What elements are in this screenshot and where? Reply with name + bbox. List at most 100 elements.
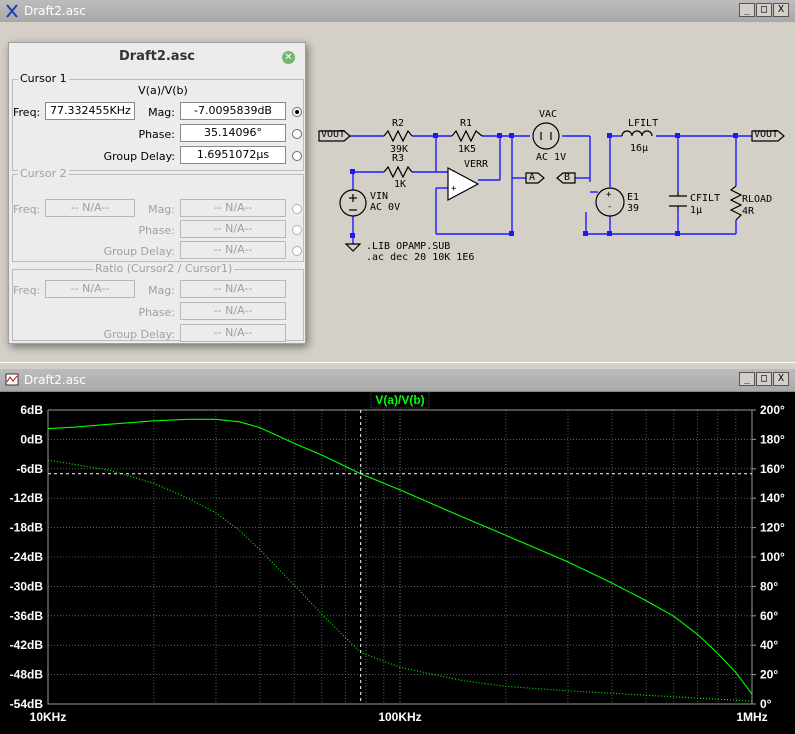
y-tick-right: 200°: [760, 403, 785, 417]
ratio-mag-label: Mag:: [148, 284, 175, 297]
y-tick-left: -54dB: [10, 697, 44, 711]
ratio-phase-label: Phase:: [138, 306, 175, 319]
maximize-button[interactable]: □: [756, 372, 772, 386]
cursor2-freq-field: -- N/A--: [45, 199, 135, 217]
close-button[interactable]: X: [773, 372, 789, 386]
waveform-app-icon: [5, 373, 19, 386]
cursor1-group: Cursor 1 V(a)/V(b) Freq: 77.332455KHz Ma…: [12, 72, 304, 171]
cursor2-legend: Cursor 2: [18, 167, 69, 180]
r1-name[interactable]: R1: [460, 118, 473, 129]
y-tick-left: -30dB: [10, 579, 44, 593]
y-tick-left: -36dB: [10, 609, 44, 623]
minimize-button[interactable]: _: [739, 372, 755, 386]
r2-name[interactable]: R2: [392, 118, 405, 129]
schematic-window-controls: _ □ X: [739, 3, 789, 17]
vin-name[interactable]: VIN: [370, 191, 389, 202]
waveform-titlebar[interactable]: Draft2.asc _ □ X: [0, 369, 795, 392]
ratio-gd-label: Group Delay:: [103, 328, 175, 341]
flag-a[interactable]: A: [529, 172, 536, 183]
cursor-dialog-title[interactable]: Draft2.asc: [118, 49, 196, 64]
y-tick-right: 180°: [760, 432, 785, 446]
y-tick-right: 140°: [760, 491, 785, 505]
y-tick-left: -42dB: [10, 638, 44, 652]
cursor1-legend: Cursor 1: [18, 72, 69, 85]
ratio-freq-field: -- N/A--: [45, 280, 135, 298]
cursor1-phase-radio[interactable]: [292, 129, 302, 139]
lfilt-name[interactable]: LFILT: [628, 118, 659, 129]
x-tick: 1MHz: [736, 710, 767, 724]
flag-b[interactable]: B: [564, 172, 571, 183]
x-tick: 10KHz: [30, 710, 67, 724]
cursor1-gd-field[interactable]: 1.6951072µs: [180, 146, 286, 164]
minimize-button[interactable]: _: [739, 3, 755, 17]
waveform-window-controls: _ □ X: [739, 372, 789, 386]
y-tick-left: -6dB: [16, 462, 43, 476]
lib-directive[interactable]: .LIB OPAMP.SUB: [366, 241, 451, 252]
y-tick-left: -48dB: [10, 668, 44, 682]
schematic-titlebar[interactable]: Draft2.asc _ □ X: [0, 0, 795, 23]
r3-name[interactable]: R3: [392, 153, 405, 164]
e1-value[interactable]: 39: [627, 203, 640, 214]
cursor1-phase-label: Phase:: [138, 128, 175, 141]
cursor1-expression: V(a)/V(b): [138, 84, 188, 97]
cursor2-phase-label: Phase:: [138, 224, 175, 237]
y-tick-right: 100°: [760, 550, 785, 564]
ratio-gd-field: -- N/A--: [180, 324, 286, 342]
cursor2-mag-label: Mag:: [148, 203, 175, 216]
y-tick-left: -12dB: [10, 491, 44, 505]
schematic-window-title: Draft2.asc: [24, 4, 86, 18]
cursor1-mag-field[interactable]: -7.0095839dB: [180, 102, 286, 120]
cursor2-gd-label: Group Delay:: [103, 245, 175, 258]
y-tick-left: -18dB: [10, 521, 44, 535]
maximize-button[interactable]: □: [756, 3, 772, 17]
close-button[interactable]: X: [773, 3, 789, 17]
y-tick-right: 80°: [760, 579, 778, 593]
r2-value[interactable]: 39K: [390, 144, 409, 155]
y-tick-right: 0°: [760, 697, 772, 711]
lfilt-value[interactable]: 16µ: [630, 143, 649, 154]
e1-name[interactable]: E1: [627, 192, 640, 203]
phase-trace: [47, 459, 753, 702]
rload-value[interactable]: 4R: [742, 206, 755, 217]
cursor2-mag-radio: [292, 204, 302, 214]
y-tick-right: 40°: [760, 638, 778, 652]
cursor1-mag-label: Mag:: [148, 106, 175, 119]
cursor2-phase-radio: [292, 225, 302, 235]
cursor2-mag-field: -- N/A--: [180, 199, 286, 217]
ratio-group: Ratio (Cursor2 / Cursor1) Freq: -- N/A--…: [12, 262, 304, 342]
e1-minus: -: [607, 202, 613, 212]
cursor2-phase-field: -- N/A--: [180, 220, 286, 238]
magnitude-trace: [47, 418, 753, 695]
verr-label[interactable]: VERR: [464, 159, 489, 170]
bode-plot[interactable]: 6dB0dB-6dB-12dB-18dB-24dB-30dB-36dB-42dB…: [0, 392, 795, 734]
cursor1-phase-field[interactable]: 35.14096°: [180, 124, 286, 142]
ac-directive[interactable]: .ac dec 20 10K 1E6: [366, 252, 475, 263]
vin-value[interactable]: AC 0V: [370, 202, 401, 213]
waveform-window-title: Draft2.asc: [24, 373, 86, 387]
cursor1-freq-field[interactable]: 77.332455KHz: [45, 102, 135, 120]
opamp-plus: +: [451, 184, 457, 194]
cursor1-mag-radio[interactable]: [292, 107, 302, 117]
cursor2-gd-field: -- N/A--: [180, 241, 286, 259]
r1-value[interactable]: 1K5: [458, 144, 477, 155]
cursor1-gd-radio[interactable]: [292, 151, 302, 161]
y-tick-right: 160°: [760, 462, 785, 476]
y-tick-left: 6dB: [20, 403, 43, 417]
vout-output-flag[interactable]: VOUT: [754, 129, 779, 140]
ratio-freq-label: Freq:: [13, 284, 41, 297]
vac-name[interactable]: VAC: [539, 109, 558, 120]
cursor2-freq-label: Freq:: [13, 203, 41, 216]
close-icon[interactable]: ✕: [282, 51, 295, 64]
rload-name[interactable]: RLOAD: [742, 194, 773, 205]
cursor1-gd-label: Group Delay:: [103, 150, 175, 163]
cursor2-group: Cursor 2 Freq: -- N/A-- Mag: -- N/A-- Ph…: [12, 167, 304, 262]
vac-value[interactable]: AC 1V: [536, 152, 567, 163]
r3-value[interactable]: 1K: [394, 179, 407, 190]
cfilt-name[interactable]: CFILT: [690, 193, 721, 204]
cfilt-value[interactable]: 1µ: [690, 205, 703, 216]
y-tick-right: 60°: [760, 609, 778, 623]
y-tick-left: 0dB: [20, 432, 43, 446]
vout-input-flag[interactable]: VOUT: [321, 129, 346, 140]
ratio-phase-field: -- N/A--: [180, 302, 286, 320]
